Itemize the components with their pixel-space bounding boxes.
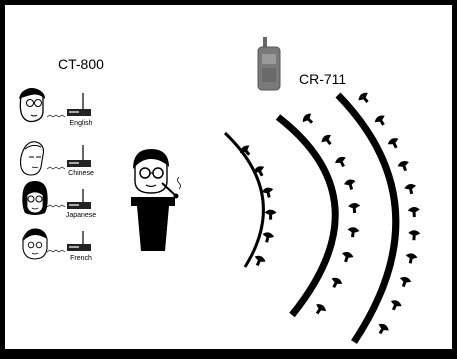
figure-panel: CT-800 CR-711 English Chinese Japanese F…	[5, 5, 452, 349]
receiver-marker-icon	[397, 161, 409, 172]
sound-wave-icon	[46, 114, 66, 118]
broadcast-arc	[335, 92, 400, 344]
receiver-marker-icon	[335, 156, 346, 168]
receiver-marker-icon	[347, 227, 360, 238]
receiver-marker-icon	[331, 277, 343, 289]
transmitter-icon	[67, 189, 91, 209]
transmitter-icon	[67, 93, 91, 116]
interpreter-chinese	[19, 141, 91, 176]
receiver-marker-icon	[254, 255, 266, 267]
face-icon	[22, 181, 48, 215]
receiver-marker-icon	[405, 253, 418, 264]
language-label-french: French	[70, 255, 92, 262]
sound-wave-icon	[46, 249, 66, 253]
language-label-japanese: Japanese	[65, 212, 97, 219]
receiver-marker-icon	[321, 134, 332, 146]
receiver-marker-icon	[407, 207, 420, 218]
interpreter-french	[22, 228, 91, 260]
transmitter-icon	[67, 145, 91, 167]
broadcast-arc	[275, 114, 339, 318]
receiver-marker-icon	[262, 232, 275, 243]
broadcast-arc	[223, 131, 265, 268]
receiver-marker-icon	[408, 230, 421, 241]
language-label-english: English	[69, 120, 93, 127]
transmitter-label: CT-800	[58, 56, 104, 72]
interpreter-english	[19, 88, 91, 123]
receiver-marker-icon	[348, 203, 361, 214]
receiver-marker-icon	[261, 187, 274, 198]
speaker-at-podium-icon	[131, 149, 181, 251]
receiver-marker-icon	[302, 113, 314, 124]
face-icon	[19, 88, 45, 123]
receiver-marker-icon	[315, 304, 326, 315]
face-icon	[19, 141, 45, 176]
transmitter-icon	[67, 231, 91, 251]
receiver-marker-icon	[387, 138, 399, 149]
receiver-marker-icon	[374, 115, 385, 126]
face-icon	[22, 228, 48, 260]
receiver-marker-icon	[399, 276, 412, 288]
receiver-marker-icon	[264, 209, 277, 220]
receiver-marker-icon	[342, 252, 354, 263]
receiver-marker-icon	[404, 183, 417, 195]
interpreter-japanese	[22, 181, 91, 215]
sound-wave-icon	[46, 204, 66, 208]
broadcast-waves	[223, 92, 400, 344]
sound-wave-icon	[46, 166, 66, 170]
illustration	[19, 37, 421, 344]
language-label-chinese: Chinese	[68, 170, 94, 177]
receiver-markers	[240, 92, 421, 335]
receiver-marker-icon	[343, 179, 356, 190]
receiver-marker-icon	[378, 323, 389, 335]
receiver-device-icon	[257, 37, 281, 91]
receiver-marker-icon	[253, 166, 265, 177]
receiver-marker-icon	[240, 145, 251, 156]
receiver-marker-icon	[358, 92, 369, 104]
receiver-label: CR-711	[299, 71, 347, 87]
receiver-marker-icon	[390, 300, 402, 311]
